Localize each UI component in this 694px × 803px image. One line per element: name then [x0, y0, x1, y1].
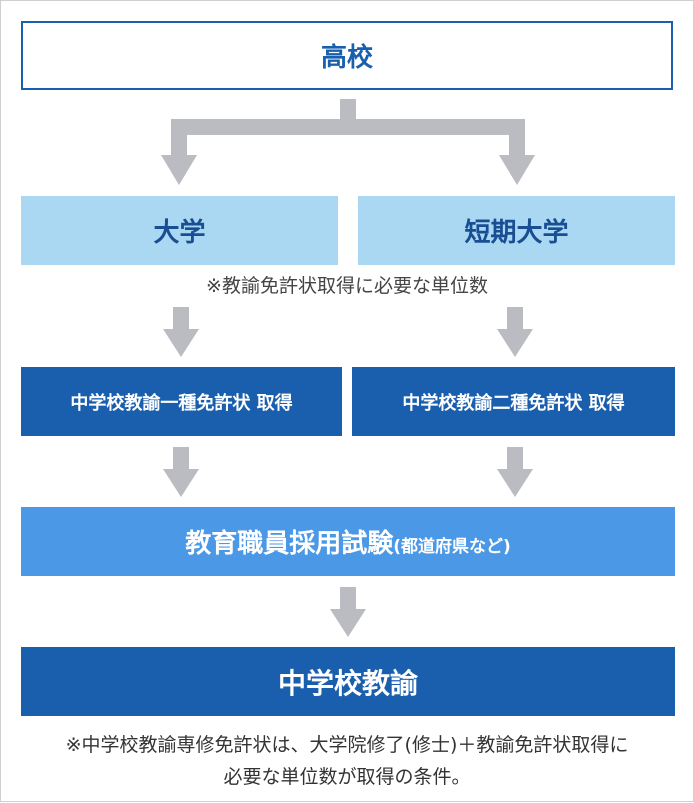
university-box: 大学 — [21, 196, 338, 265]
arrow-right-1-shaft — [507, 307, 523, 331]
arrow-left-1-shaft — [173, 307, 189, 331]
arrow-left-2-shaft — [173, 447, 189, 471]
branch-right-shaft — [509, 119, 525, 157]
arrow-right-2-head — [497, 469, 533, 497]
arrow-center-shaft — [340, 587, 356, 611]
footnote-line-2: 必要な単位数が取得の条件。 — [223, 766, 471, 788]
branch-left-arrowhead — [161, 155, 197, 185]
second-class-license-box: 中学校教諭二種免許状 取得 — [352, 367, 675, 436]
junior-high-teacher-box: 中学校教諭 — [21, 647, 675, 716]
employment-exam-title: 教育職員採用試験 — [185, 529, 394, 559]
high-school-box: 高校 — [21, 21, 673, 90]
arrow-left-1-head — [163, 329, 199, 357]
arrow-left-2-head — [163, 469, 199, 497]
footnote: ※中学校教諭専修免許状は、大学院修了(修士)＋教諭免許状取得に 必要な単位数が取… — [11, 729, 683, 793]
branch-left-shaft — [171, 119, 187, 157]
credits-note: ※教諭免許状取得に必要な単位数 — [206, 275, 488, 297]
footnote-line-1: ※中学校教諭専修免許状は、大学院修了(修士)＋教諭免許状取得に — [65, 734, 629, 756]
branch-right-arrowhead — [499, 155, 535, 185]
employment-exam-subtitle: (都道府県など) — [393, 537, 511, 557]
first-class-license-box: 中学校教諭一種免許状 取得 — [21, 367, 342, 436]
arrow-right-1-head — [497, 329, 533, 357]
junior-college-box: 短期大学 — [358, 196, 675, 265]
arrow-center-head — [330, 609, 366, 637]
branch-stem — [340, 99, 356, 125]
branch-bar — [171, 119, 525, 135]
arrow-right-2-shaft — [507, 447, 523, 471]
employment-exam-box: 教育職員採用試験 (都道府県など) — [21, 507, 675, 576]
